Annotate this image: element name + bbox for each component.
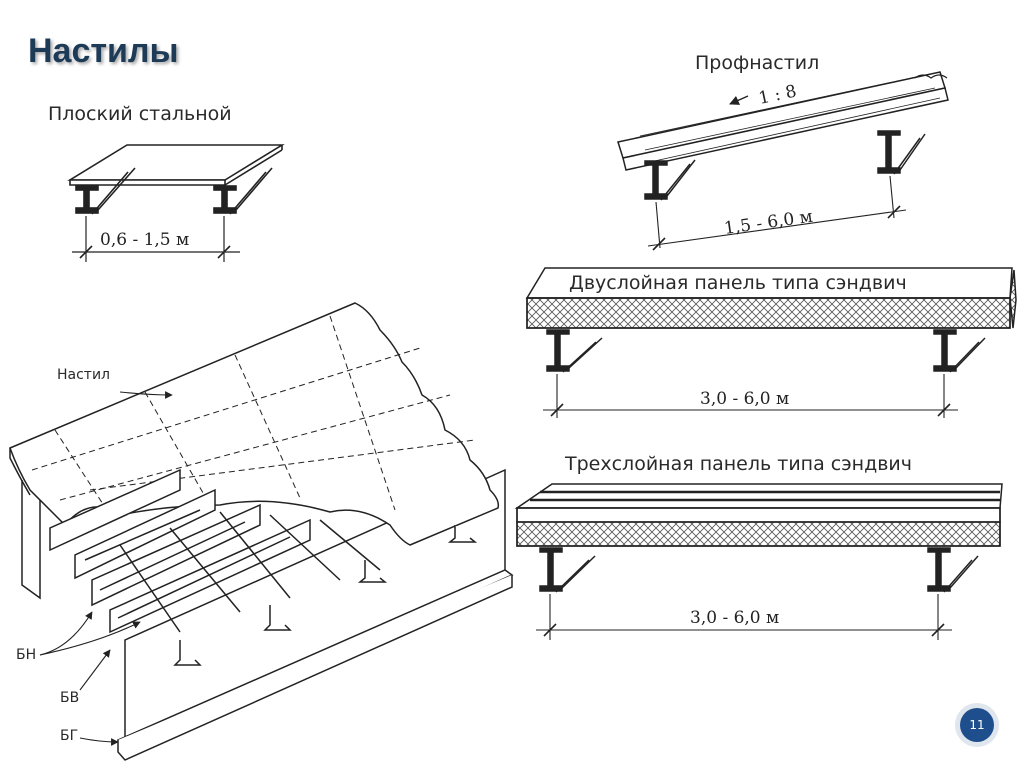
sandwich3-caption: Трехслойная панель типа сэндвич bbox=[565, 453, 912, 475]
flat-span-label: 0,6 - 1,5 м bbox=[100, 230, 189, 250]
profiled-deck-caption: Профнастил bbox=[695, 52, 820, 74]
sandwich2-span-label: 3,0 - 6,0 м bbox=[700, 389, 789, 409]
sandwich3-span-label: 3,0 - 6,0 м bbox=[690, 608, 779, 628]
bg-callout-label: БГ bbox=[60, 728, 79, 744]
sandwich3-drawing bbox=[514, 483, 1003, 640]
profiled-deck-drawing bbox=[617, 71, 949, 251]
isometric-beam-cage bbox=[9, 302, 514, 761]
page-number: 11 bbox=[960, 708, 994, 742]
bn-callout-label: БН bbox=[16, 647, 37, 663]
profiled-span-label: 1,5 - 6,0 м bbox=[723, 207, 814, 239]
page-number-badge: 11 bbox=[955, 703, 999, 747]
sandwich2-caption: Двуслойная панель типа сэндвич bbox=[569, 272, 907, 294]
sandwich2-drawing bbox=[525, 267, 1017, 418]
slide-title: Настилы bbox=[28, 32, 179, 70]
deck-callout-label: Настил bbox=[57, 367, 111, 383]
bv-callout-label: БВ bbox=[60, 690, 80, 706]
flat-deck-caption: Плоский стальной bbox=[48, 103, 232, 125]
flat-deck-drawing bbox=[67, 144, 285, 262]
